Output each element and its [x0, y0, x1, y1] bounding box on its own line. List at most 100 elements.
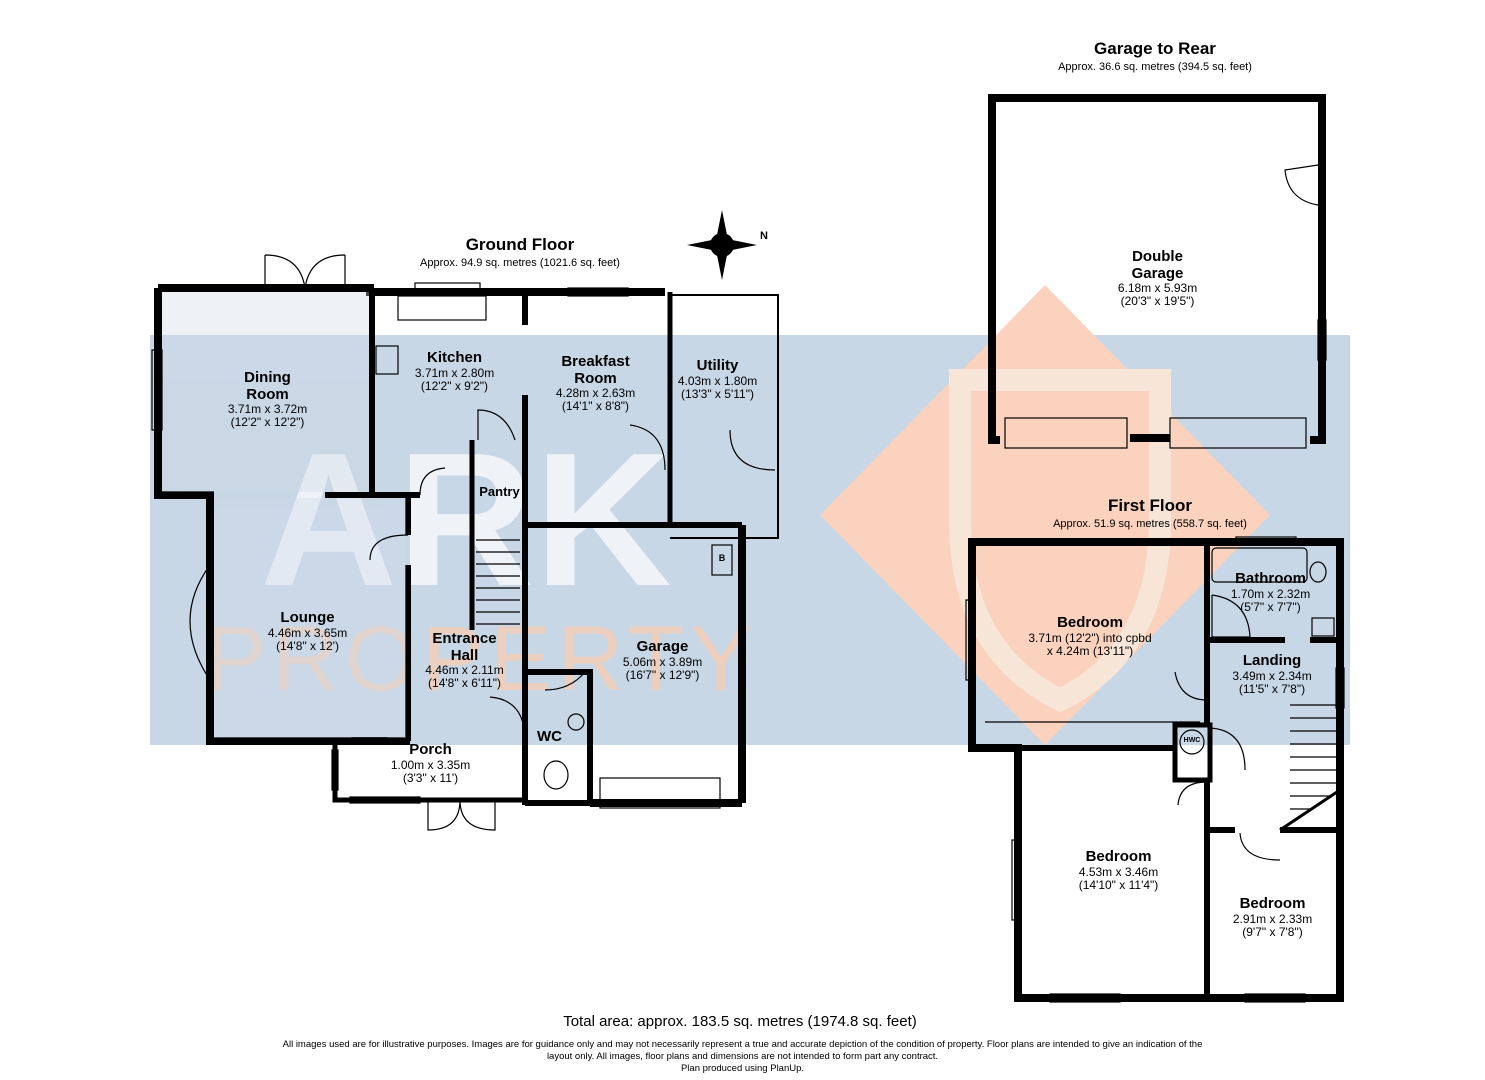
window-icon: [567, 287, 629, 297]
room-dimensions-metric: 4.03m x 1.80m: [677, 373, 758, 388]
watermark-property-text: PROPERTY: [205, 608, 757, 710]
room-kitchen: Kitchen 3.71m x 2.80m (12'2" x 9'2"): [392, 349, 517, 393]
window-icon: [414, 282, 481, 292]
room-dimensions-metric: 1.70m x 2.32m: [1230, 586, 1311, 601]
room-dimensions-imperial: (11'5" x 7'8"): [1238, 681, 1306, 696]
room-name: Landing: [1242, 652, 1302, 669]
room-landing: Landing 3.49m x 2.34m (11'5" x 7'8"): [1217, 652, 1327, 696]
room-entrance-hall: Entrance Hall 4.46m x 2.11m (14'8" x 6'1…: [402, 630, 527, 691]
compass-north-label: N: [760, 230, 768, 242]
boiler-icon: [711, 544, 733, 576]
total-area: Total area: approx. 183.5 sq. metres (19…: [563, 1013, 917, 1030]
room-dimensions-metric: 1.00m x 3.35m: [390, 757, 471, 772]
room-dimensions-imperial: (12'2" x 12'2"): [230, 415, 305, 430]
room-bathroom: Bathroom 1.70m x 2.32m (5'7" x 7'7"): [1218, 570, 1323, 614]
plan-credit: Plan produced using PlanUp.: [680, 1063, 805, 1074]
shower-icon: [1211, 594, 1251, 638]
room-name: Room: [246, 385, 289, 403]
room-name: Lounge: [280, 609, 335, 626]
room-name: Bedroom: [1085, 848, 1152, 865]
room-name: Breakfast: [561, 353, 630, 370]
stairs-icon: [1290, 704, 1336, 810]
room-dining-room: Dining Room 3.71m x 3.72m (12'2" x 12'2"…: [205, 369, 330, 430]
room-double-garage: Double Garage 6.18m x 5.93m (20'3" x 19'…: [1095, 248, 1220, 308]
window-icon: [965, 599, 975, 681]
french-door-icon: [264, 254, 346, 289]
bath-icon: [1211, 547, 1308, 583]
hwc-icon: [1179, 729, 1205, 755]
toilet-icon: [543, 760, 569, 790]
ground-floor-area: Approx. 94.9 sq. metres (1021.6 sq. feet…: [420, 257, 620, 269]
room-name: Garage: [1131, 264, 1184, 282]
room-dimensions-imperial: x 4.24m (13'11"): [1046, 643, 1134, 658]
wall-wc: [525, 669, 593, 803]
room-dimensions-imperial: (14'1" x 8'8"): [561, 399, 630, 414]
room-wc: WC: [527, 728, 572, 746]
room-garage: Garage 5.06m x 3.89m (16'7" x 12'9"): [600, 638, 725, 682]
garage-door-icon: [599, 777, 721, 809]
window-icon: [1011, 839, 1021, 921]
room-name: Entrance: [432, 630, 497, 647]
door-arc-icon: [419, 467, 446, 496]
rear-garage-outer-wall: [988, 94, 1326, 444]
room-porch: Porch 1.00m x 3.35m (3'3" x 11'): [368, 741, 493, 785]
room-dimensions-imperial: (14'8" x 6'11"): [428, 676, 501, 691]
door-arc-icon: [1284, 164, 1319, 206]
porch-french-door-icon: [427, 799, 496, 831]
room-dimensions-metric: 4.46m x 3.65m: [267, 625, 348, 640]
room-bedroom-3: Bedroom 2.91m x 2.33m (9'7" x 7'8"): [1210, 895, 1335, 939]
first-floor-outer-wall: [968, 538, 1344, 1002]
wall-landing-stair: [1279, 788, 1341, 832]
door-arc-icon: [489, 696, 526, 741]
room-name: Pantry: [479, 484, 520, 499]
ground-floor-plan: [154, 284, 779, 807]
room-bedroom-1: Bedroom 3.71m (12'2") into cpbd x 4.24m …: [1010, 614, 1170, 658]
garage-door-icon: [1004, 417, 1128, 449]
window-icon: [1317, 319, 1327, 361]
room-pantry: Pantry: [472, 484, 527, 499]
room-name: Dining: [244, 369, 291, 386]
room-name: Bedroom: [1239, 895, 1306, 912]
toilet-icon: [1309, 561, 1327, 583]
window-icon: [1049, 993, 1121, 1003]
kitchen-sink-icon: [397, 295, 487, 321]
door-arc-icon: [1177, 781, 1208, 806]
room-dimensions-metric: 2.91m x 2.33m: [1232, 911, 1313, 926]
first-floor-area: Approx. 51.9 sq. metres (558.7 sq. feet): [1053, 518, 1247, 530]
room-breakfast-room: Breakfast Room 4.28m x 2.63m (14'1" x 8'…: [533, 353, 658, 414]
ground-floor-outer-wall: [154, 284, 665, 745]
rear-garage-title: Garage to Rear: [1094, 39, 1216, 58]
room-name: Hall: [450, 646, 479, 664]
window-icon: [151, 349, 163, 431]
door-arc-icon: [477, 409, 516, 441]
room-dimensions-metric: 3.71m x 2.80m: [414, 365, 495, 380]
porch-wall: [332, 741, 525, 803]
room-name: Utility: [696, 357, 739, 374]
room-lounge: Lounge 4.46m x 3.65m (14'8" x 12'): [245, 609, 370, 653]
rear-garage-plan: [988, 94, 1327, 449]
utility-wall: [670, 294, 779, 539]
boiler-label: B: [718, 553, 726, 563]
disclaimer-text: All images used are for illustrative pur…: [282, 1039, 1203, 1062]
ground-floor-fixtures: [151, 254, 776, 831]
room-dimensions-metric: 3.49m x 2.34m: [1232, 668, 1312, 683]
room-dimensions-imperial: (5'7" x 7'7"): [1240, 599, 1301, 614]
room-name: WC: [537, 728, 562, 745]
first-floor-fixtures: [965, 536, 1345, 1003]
room-dimensions-metric: 4.53m x 3.46m: [1078, 864, 1159, 879]
room-name: Bathroom: [1235, 570, 1306, 587]
room-dimensions-imperial: (9'7" x 7'8"): [1242, 924, 1303, 939]
basin-icon: [567, 713, 585, 731]
door-arc-icon: [1209, 727, 1246, 771]
room-dimensions-metric: 4.46m x 2.11m: [425, 663, 504, 677]
room-name: Room: [574, 369, 617, 387]
window-icon: [349, 796, 421, 804]
room-dimensions-imperial: (14'8" x 12'): [276, 638, 339, 653]
room-dimensions-metric: 4.28m x 2.63m: [555, 386, 636, 400]
room-name: Kitchen: [426, 349, 482, 366]
window-icon: [351, 737, 388, 745]
room-dimensions-metric: 3.71m x 3.72m: [227, 402, 308, 416]
bay-window-icon: [189, 564, 211, 681]
room-utility: Utility 4.03m x 1.80m (13'3" x 5'11"): [660, 357, 775, 401]
room-bedroom-2: Bedroom 4.53m x 3.46m (14'10" x 11'4"): [1056, 848, 1181, 892]
